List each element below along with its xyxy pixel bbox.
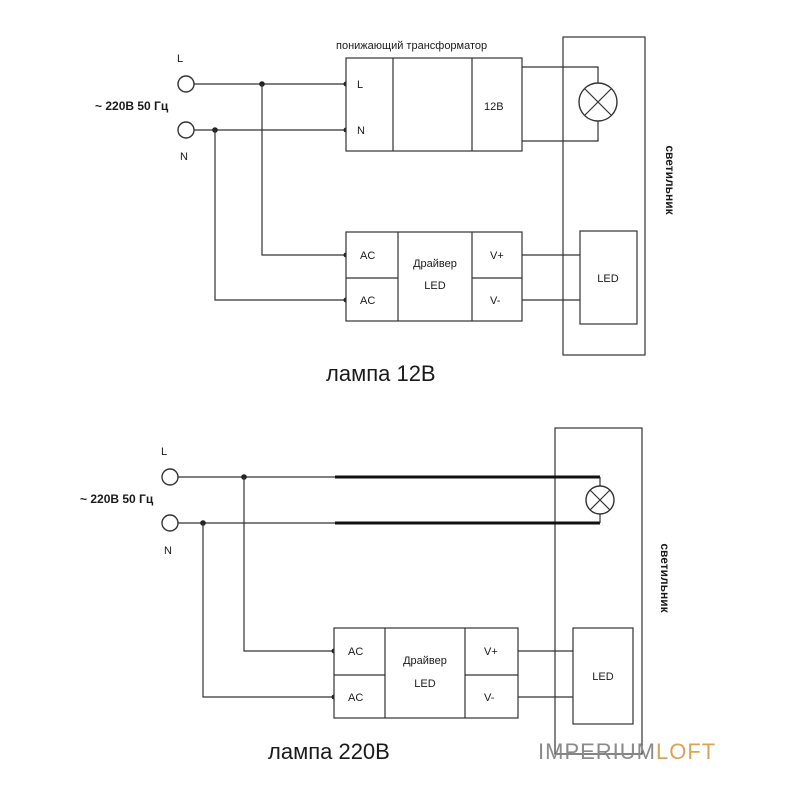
diagram-12v: светильник L ~ 220В 50 Гц N понижающий т… [95, 36, 677, 386]
fixture-label-220v: светильник [658, 543, 672, 613]
transformer-in-l-12v: L [357, 79, 363, 91]
transformer-box-12v [345, 57, 523, 152]
driver-title1-12v: Драйвер [413, 258, 457, 270]
driver-ac1-220v: AC [348, 646, 363, 658]
wire-n-to-driver-12v [214, 130, 346, 301]
driver-ac2-12v: AC [360, 295, 375, 307]
driver-title2-12v: LED [424, 280, 445, 292]
led-module-12v [579, 230, 638, 325]
wire-l-to-driver-12v [261, 84, 346, 256]
driver-title2-220v: LED [414, 678, 435, 690]
wire-l-to-driver-220v [243, 477, 334, 652]
driver-vplus-12v: V+ [490, 250, 504, 262]
driver-vminus-12v: V- [490, 295, 501, 307]
watermark-part2: LOFT [656, 739, 716, 764]
lamp-icon-12v [578, 82, 618, 122]
led-label-12v: LED [597, 273, 618, 285]
wire-out-bottom-12v [522, 120, 599, 142]
transformer-out-12v: 12В [484, 101, 504, 113]
neutral-terminal-12v [177, 121, 195, 139]
driver-vminus-220v: V- [484, 692, 495, 704]
line-label-12v: L [177, 53, 183, 65]
led-module-220v [572, 627, 634, 725]
led-label-220v: LED [592, 671, 613, 683]
watermark-logo: IMPERIUMLOFT [538, 739, 716, 764]
driver-vplus-220v: V+ [484, 646, 498, 658]
driver-box-12v [345, 231, 523, 322]
caption-220v: лампа 220В [268, 739, 390, 764]
wire-n-to-driver-220v [202, 523, 334, 698]
line-terminal-12v [177, 75, 195, 93]
lamp-icon-220v [585, 485, 615, 515]
driver-ac2-220v: AC [348, 692, 363, 704]
supply-label-220v: ~ 220В 50 Гц [80, 492, 154, 506]
diagram-220v: светильник L ~ 220В 50 Гц N AC [80, 427, 672, 764]
neutral-label-12v: N [180, 151, 188, 163]
supply-label-12v: ~ 220В 50 Гц [95, 99, 169, 113]
line-terminal-220v [161, 468, 179, 486]
transformer-title-12v: понижающий трансформатор [336, 40, 487, 52]
neutral-terminal-220v [161, 514, 179, 532]
watermark-part1: IMPERIUM [538, 739, 656, 764]
fixture-label-12v: светильник [663, 145, 677, 215]
wire-out-top-12v [522, 66, 599, 84]
transformer-in-n-12v: N [357, 125, 365, 137]
driver-title1-220v: Драйвер [403, 655, 447, 667]
line-label-220v: L [161, 446, 167, 458]
driver-ac1-12v: AC [360, 250, 375, 262]
driver-box-220v [333, 627, 519, 719]
neutral-label-220v: N [164, 545, 172, 557]
caption-12v: лампа 12В [326, 361, 436, 386]
